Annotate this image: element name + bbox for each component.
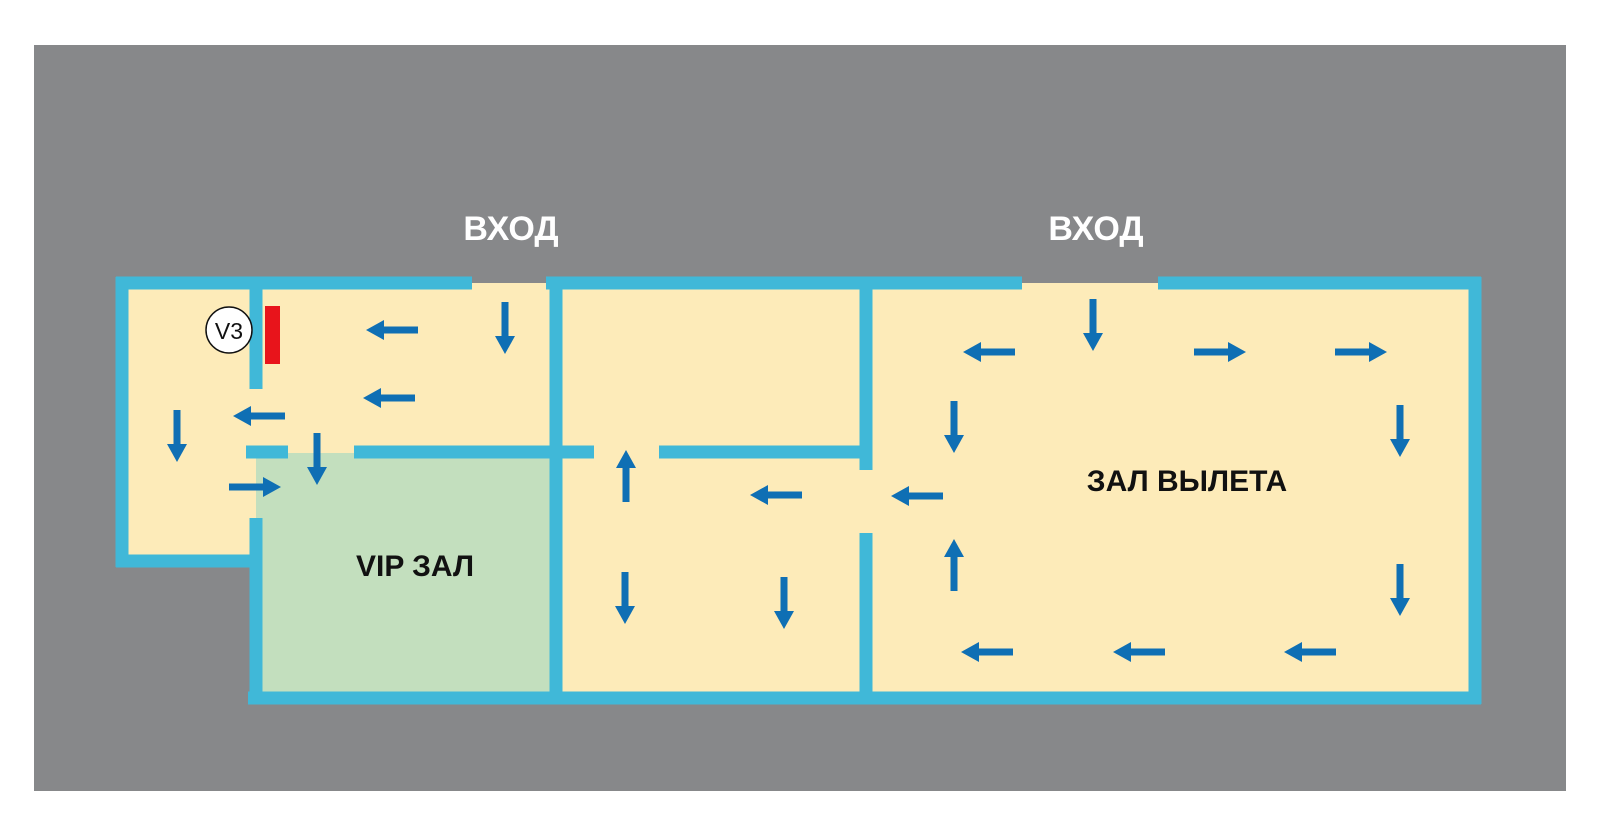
camera-marker: V3 [205, 306, 253, 354]
evacuation-arrow-down [1390, 405, 1410, 457]
evacuation-arrow-down [167, 410, 187, 462]
camera-marker-circle [205, 306, 253, 354]
evacuation-arrow-down [615, 572, 635, 624]
evacuation-arrow-left [1113, 642, 1165, 662]
evacuation-arrows [167, 299, 1410, 662]
vip-hall-area [256, 453, 550, 698]
evacuation-arrow-up [616, 450, 636, 502]
departure-hall-label: ЗАЛ ВЫЛЕТА [1087, 465, 1287, 498]
evacuation-arrow-left [963, 342, 1015, 362]
fire-equipment-marker [265, 306, 280, 364]
vip-hall-label: VIP ЗАЛ [356, 550, 474, 583]
evacuation-arrow-right [229, 477, 281, 497]
evacuation-arrow-right [1335, 342, 1387, 362]
evacuation-arrow-down [774, 577, 794, 629]
evacuation-arrow-down [1083, 299, 1103, 351]
evacuation-arrow-up [944, 539, 964, 591]
floor-upper-corridor [250, 283, 550, 453]
evacuation-arrow-right [1194, 342, 1246, 362]
evacuation-arrow-left [891, 486, 943, 506]
evacuation-arrow-left [750, 485, 802, 505]
entrance-label-left: ВХОД [463, 210, 558, 248]
entrance-label-right: ВХОД [1048, 210, 1143, 248]
evacuation-arrow-down [495, 302, 515, 354]
evacuation-arrow-left [233, 406, 285, 426]
camera-marker-label: V3 [215, 318, 243, 344]
evacuation-arrow-left [363, 388, 415, 408]
walls [115, 276, 1482, 705]
floor-middle-room [550, 283, 850, 698]
evacuation-arrow-left [366, 320, 418, 340]
evacuation-arrow-left [1284, 642, 1336, 662]
evacuation-arrow-down [1390, 564, 1410, 616]
evacuation-arrow-down [307, 433, 327, 485]
evacuation-arrow-left [961, 642, 1013, 662]
evacuation-arrow-down [944, 401, 964, 453]
